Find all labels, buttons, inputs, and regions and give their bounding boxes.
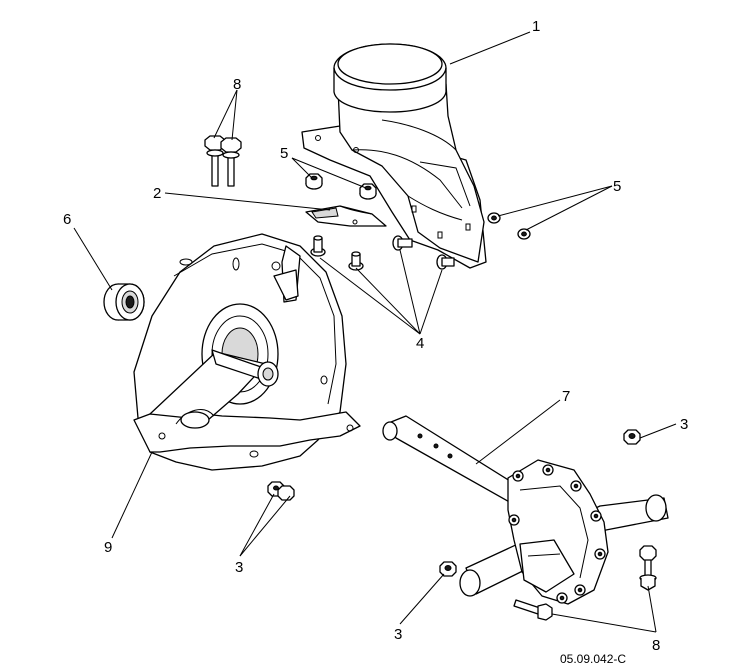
callout-7: 7 — [562, 388, 570, 405]
bolt-4-a — [310, 235, 326, 257]
callout-9: 9 — [104, 539, 112, 556]
callout-8-bottom: 8 — [652, 637, 660, 654]
nut-5-b — [359, 183, 377, 200]
housing-part-9 — [133, 233, 361, 471]
callout-3-right: 3 — [680, 416, 688, 433]
carriage-bolts-part-4 — [310, 235, 455, 271]
hex-bolts-part-8-bottom — [513, 545, 657, 621]
bearing-part-6 — [103, 283, 145, 321]
nut-5-a — [305, 173, 323, 190]
flange-nuts-part-5 — [305, 173, 531, 240]
nut-3-c — [439, 561, 457, 577]
bolt-4-c — [392, 235, 413, 251]
callout-5-right: 5 — [613, 178, 621, 195]
callout-8-top: 8 — [233, 76, 241, 93]
bolt-4-d — [436, 254, 455, 270]
nut-5-d — [517, 228, 531, 240]
drawing-code: 05.09.042-C — [560, 652, 626, 666]
callout-4: 4 — [416, 335, 424, 352]
callout-3-left: 3 — [235, 559, 243, 576]
nut-3-b — [267, 481, 295, 501]
hex-nuts-part-3 — [267, 429, 641, 577]
callout-6: 6 — [63, 211, 71, 228]
callout-2: 2 — [153, 185, 161, 202]
bolt-8-c — [639, 545, 657, 591]
chute-part-1 — [301, 43, 487, 269]
callout-5-left: 5 — [280, 145, 288, 162]
callout-3-bottom: 3 — [394, 626, 402, 643]
nut-3-a — [623, 429, 641, 445]
bolt-8-d — [513, 599, 553, 621]
leader-lines — [73, 31, 677, 633]
bolt-8-b — [220, 137, 242, 187]
callout-1: 1 — [532, 18, 540, 35]
bolt-4-b — [348, 251, 364, 271]
nut-5-c — [487, 212, 501, 224]
callout-labels: 1 2 3 3 3 4 5 5 6 7 8 8 9 — [63, 18, 688, 654]
hex-bolts-part-8-top — [204, 135, 242, 187]
shaft-gearbox-part-7 — [382, 415, 669, 605]
